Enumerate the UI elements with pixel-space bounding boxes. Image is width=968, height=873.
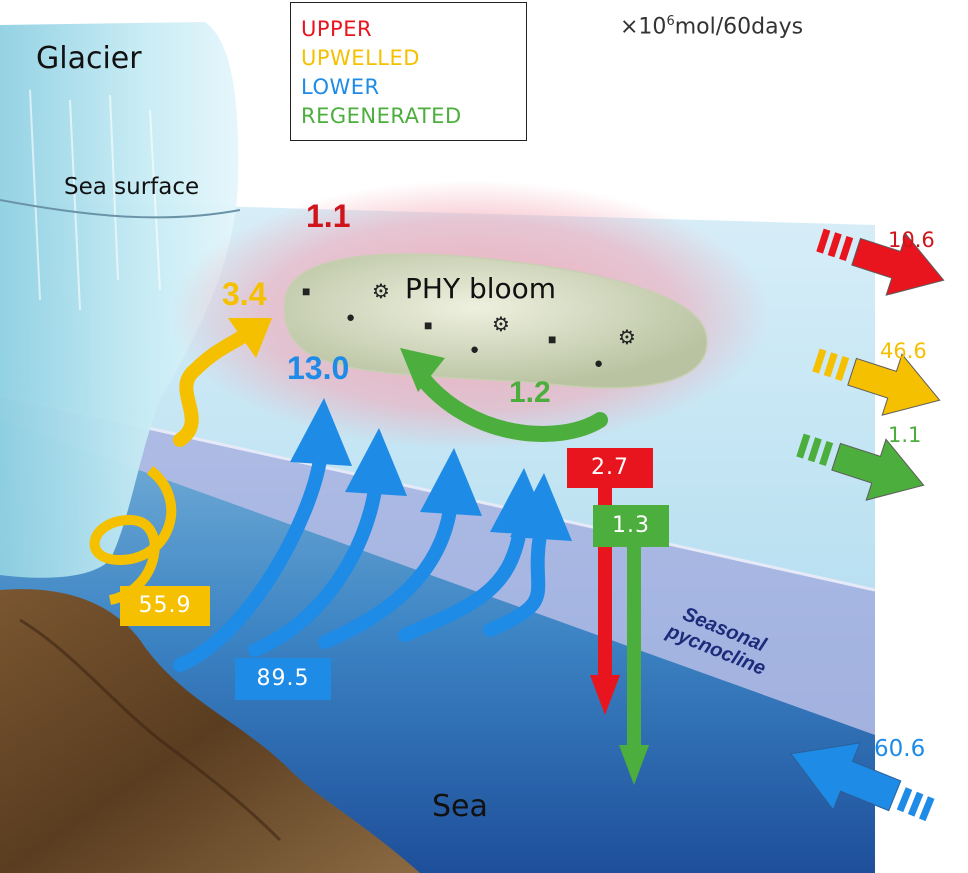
phy-bloom-label: PHY bloom — [405, 272, 557, 305]
legend-upwelled: UPWELLED — [301, 46, 420, 70]
sea-label: Sea — [432, 789, 488, 824]
flux-upwelled-glacier-input: 55.9 — [120, 586, 210, 626]
gear-particle-icon: ⚙ — [618, 327, 636, 349]
flux-upwelled-to-bloom: 3.4 — [222, 276, 267, 312]
flux-regenerated-export-out: 1.1 — [888, 423, 922, 447]
upwelled-arrow-to-bloom — [173, 328, 252, 447]
inflow-arrow-lower — [790, 742, 935, 822]
export-arrow-regenerated — [796, 433, 925, 501]
flux-upper-export-out: 10.6 — [888, 228, 935, 252]
legend-lower: LOWER — [301, 75, 380, 99]
gear-particle-icon: ⚙ — [492, 314, 510, 336]
legend-regenerated: REGENERATED — [301, 104, 462, 128]
lower-upward-arrow-3 — [318, 503, 457, 649]
upwelled-spiral — [89, 466, 177, 605]
flux-lower-upward-deep: 89.5 — [235, 658, 331, 700]
sea-surface-label: Sea surface — [64, 174, 200, 200]
flux-lower-to-bloom: 13.0 — [287, 350, 350, 386]
glacier-label: Glacier — [36, 41, 142, 76]
seabed — [0, 589, 420, 873]
lower-upward-arrow-4 — [398, 523, 527, 642]
flux-upper-in-bloom: 1.1 — [306, 198, 351, 234]
lower-upward-arrow-5 — [483, 528, 547, 637]
flux-upper-sinking: 2.7 — [567, 448, 653, 488]
lower-upward-arrow-2 — [248, 483, 382, 657]
phy-bloom — [283, 253, 708, 389]
regenerated-sinking-arrow — [627, 545, 641, 755]
flux-regenerated-sinking: 1.3 — [593, 505, 669, 547]
square-particle-icon: ■ — [424, 317, 433, 333]
regenerated-recycle-arrow — [412, 367, 608, 442]
sphere-particle-icon: ● — [594, 355, 604, 372]
flux-lower-inflow-deep: 60.6 — [874, 736, 926, 762]
legend-upper: UPPER — [301, 17, 373, 41]
flux-regenerated-recycle: 1.2 — [509, 376, 551, 409]
glacier — [0, 22, 239, 578]
export-arrow-upper — [816, 228, 945, 296]
sphere-particle-icon: ● — [346, 309, 356, 326]
flux-upwelled-export-out: 46.6 — [880, 339, 927, 363]
export-arrow-upwelled — [812, 348, 941, 416]
lower-upward-arrow-1 — [173, 453, 327, 672]
sphere-particle-icon: ● — [470, 341, 480, 358]
pycnocline-band — [0, 395, 875, 735]
square-particle-icon: ■ — [302, 283, 311, 299]
unit-label: ×106mol/60days — [620, 14, 804, 40]
square-particle-icon: ■ — [548, 331, 557, 347]
gear-particle-icon: ⚙ — [372, 281, 390, 303]
legend: UPPER UPWELLED LOWER REGENERATED — [290, 2, 527, 141]
